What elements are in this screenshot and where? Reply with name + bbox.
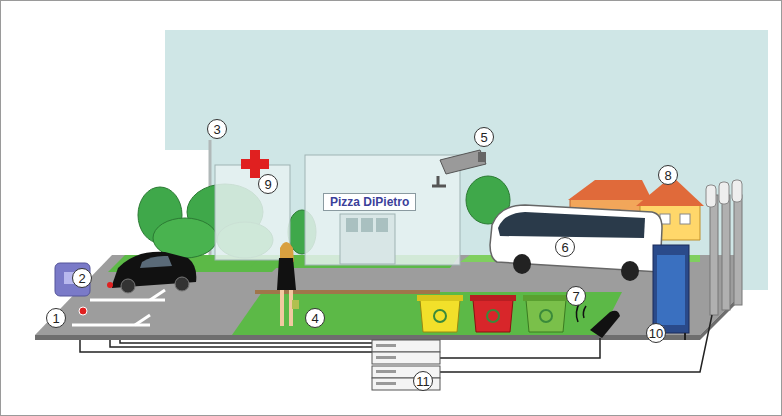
recycling-bins-part xyxy=(420,300,460,332)
waste-sensor-part xyxy=(583,306,586,318)
parking-and-car-part xyxy=(150,290,165,300)
antenna-mast-part xyxy=(719,182,729,204)
callout-number: 9 xyxy=(258,174,278,194)
parking-and-car-part xyxy=(140,256,172,268)
pizza-building-part xyxy=(376,218,388,232)
callout-number: 6 xyxy=(555,237,575,257)
network-wires xyxy=(80,315,712,372)
callout-number: 4 xyxy=(305,308,325,328)
bus-part xyxy=(621,261,639,281)
callout-number: 8 xyxy=(658,165,678,185)
security-camera-part xyxy=(432,185,446,188)
parking-and-car-part xyxy=(121,279,135,293)
recycling-bins-part xyxy=(434,310,446,322)
callout-number: 1 xyxy=(46,308,66,328)
servers-part xyxy=(376,370,396,373)
kiosk-part xyxy=(657,255,685,325)
houses-part xyxy=(568,180,652,200)
servers-part xyxy=(376,356,396,359)
waste-sensor-part xyxy=(590,311,620,338)
network-wires-part xyxy=(440,338,600,358)
servers-part xyxy=(372,340,440,352)
recycling-bins-part xyxy=(487,310,499,322)
network-wires-part xyxy=(110,340,375,347)
antenna-mast xyxy=(706,180,742,315)
pizza-building xyxy=(305,155,460,265)
callout-number: 7 xyxy=(566,286,586,306)
sign-text: Pizza DiPietro xyxy=(330,195,409,209)
network-wires-part xyxy=(440,315,712,372)
network-wires-part xyxy=(120,340,375,343)
callout-number: 5 xyxy=(474,127,494,147)
bus-part xyxy=(498,212,645,238)
callout-number: 2 xyxy=(72,268,92,288)
recycling-bins xyxy=(417,295,569,332)
callout-number: 10 xyxy=(646,323,666,343)
parking-and-car-part xyxy=(175,277,189,291)
security-camera xyxy=(432,150,486,186)
pizza-building-part xyxy=(305,155,460,265)
pizza-building-part xyxy=(346,218,358,232)
security-camera-part xyxy=(478,152,486,162)
parking-and-car-part xyxy=(135,315,150,325)
recycling-bins-part xyxy=(526,300,566,332)
woman-part xyxy=(277,258,296,290)
antenna-mast-part xyxy=(710,195,718,315)
woman-part xyxy=(292,300,299,309)
kiosk-part xyxy=(684,333,686,340)
security-camera-part xyxy=(440,150,486,174)
kiosk-part xyxy=(653,245,689,333)
recycling-bins-part xyxy=(417,295,463,301)
recycling-bins-part xyxy=(473,300,513,332)
bus xyxy=(490,205,662,281)
houses-part xyxy=(680,214,690,224)
callout-number: 3 xyxy=(207,119,227,139)
recycling-bins-part xyxy=(523,295,569,301)
servers-part xyxy=(376,382,396,385)
clinic-building-part xyxy=(215,165,290,260)
antenna-mast-part xyxy=(722,195,730,310)
parking-and-car xyxy=(72,252,196,325)
shop-sign: Pizza DiPietro xyxy=(323,193,416,211)
parking-and-car-part xyxy=(79,307,87,315)
waste-sensor xyxy=(576,302,620,338)
antenna-mast-part xyxy=(732,180,742,202)
antenna-mast-part xyxy=(706,185,716,207)
clinic-building xyxy=(215,150,290,260)
bus-part xyxy=(513,254,531,274)
network-wires-part xyxy=(80,340,375,352)
woman-part xyxy=(280,290,284,326)
woman xyxy=(277,242,299,326)
pizza-building-part xyxy=(340,214,395,264)
recycling-bins-part xyxy=(540,310,552,322)
servers xyxy=(372,340,440,390)
recycling-bins-part xyxy=(470,295,516,301)
servers-part xyxy=(376,344,396,347)
callout-number: 11 xyxy=(413,371,433,391)
servers-part xyxy=(372,352,440,364)
antenna-mast-part xyxy=(734,195,742,305)
pizza-building-part xyxy=(361,218,373,232)
parking-and-car-part xyxy=(107,282,113,288)
clinic-building-part xyxy=(241,159,269,169)
